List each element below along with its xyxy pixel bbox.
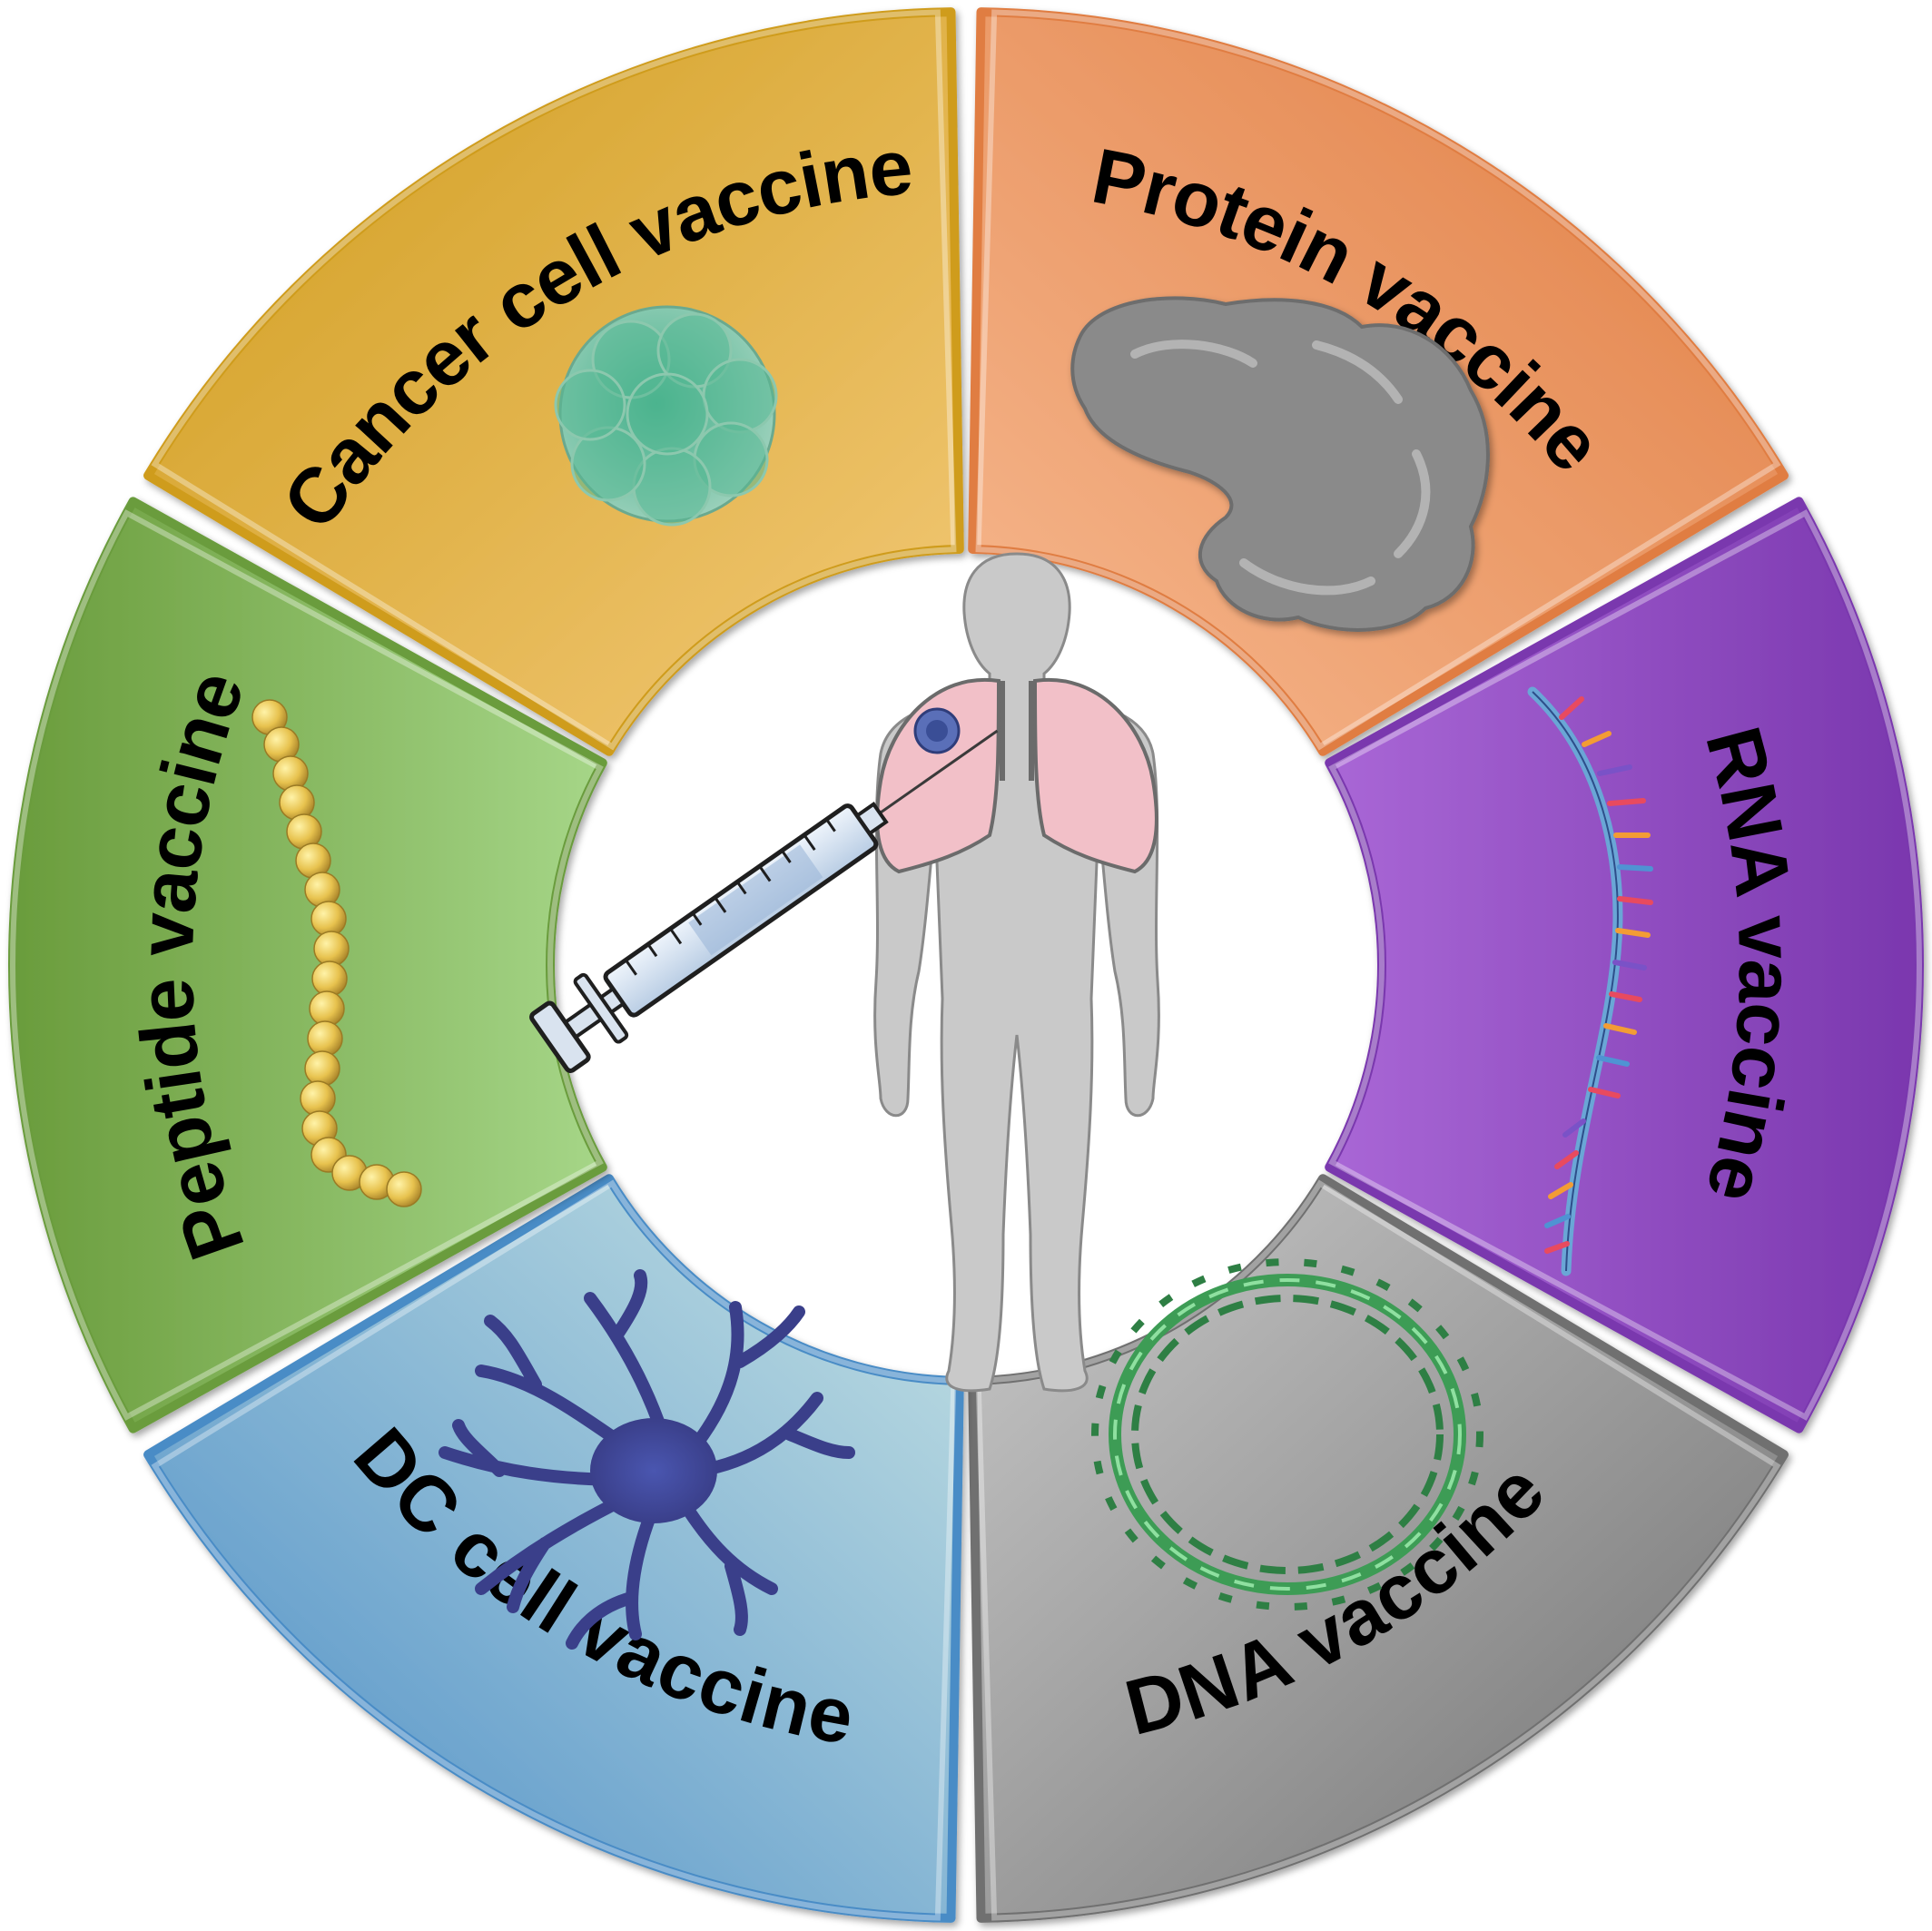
rna-strand-icon (1527, 686, 1653, 1276)
peptide-chain-icon (251, 699, 422, 1207)
peptide-bead (386, 1171, 422, 1207)
segment-cancer-cell (143, 7, 964, 756)
peptide-bead (310, 901, 347, 937)
lungs-tumor-icon (875, 677, 1158, 874)
peptide-bead (307, 1020, 343, 1057)
peptide-bead (304, 1050, 340, 1087)
icons-layer (251, 296, 1653, 1650)
cancer-cell-cluster-icon (554, 305, 778, 527)
segment-bevel-cancer-cell (151, 9, 957, 751)
dendritic-cell-icon (439, 1269, 855, 1650)
syringe-icon (529, 729, 999, 1073)
peptide-bead (313, 931, 350, 967)
peptide-bead (311, 961, 348, 997)
protein-structure-icon (1070, 296, 1490, 632)
segment-bevel-dc-cell (151, 1179, 957, 1921)
dna-plasmid-icon (1091, 1258, 1484, 1611)
human-body-icon (873, 552, 1160, 1393)
peptide-bead (300, 1080, 336, 1117)
segment-bevel-protein (975, 9, 1781, 751)
segment-dc-cell (143, 1174, 964, 1923)
peptide-bead (309, 990, 345, 1027)
segment-bevel-rna (1328, 509, 1922, 1421)
